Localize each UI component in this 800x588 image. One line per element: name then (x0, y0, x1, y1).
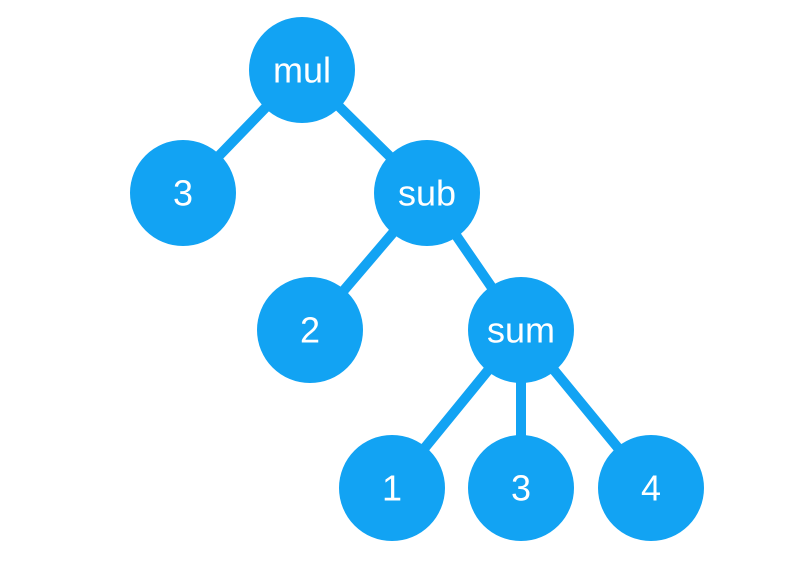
node-circle (249, 17, 355, 123)
tree-node-n3b: 3 (468, 435, 574, 541)
tree-node-mul: mul (249, 17, 355, 123)
node-circle (257, 277, 363, 383)
node-label: 2 (300, 310, 320, 351)
node-label: mul (273, 50, 331, 91)
tree-node-n3a: 3 (130, 140, 236, 246)
node-circle (598, 435, 704, 541)
tree-node-n2: 2 (257, 277, 363, 383)
node-circle (468, 435, 574, 541)
tree-edges (178, 65, 656, 493)
node-circle (130, 140, 236, 246)
node-label: 3 (511, 468, 531, 509)
tree-node-sum: sum (468, 277, 574, 383)
tree-nodes: mul 3 sub 2 sum 1 3 4 (130, 17, 704, 541)
node-circle (339, 435, 445, 541)
tree-node-n1: 1 (339, 435, 445, 541)
tree-node-n4: 4 (598, 435, 704, 541)
node-circle (468, 277, 574, 383)
node-label: 4 (641, 468, 661, 509)
node-circle (374, 140, 480, 246)
node-label: 3 (173, 173, 193, 214)
node-label: 1 (382, 468, 402, 509)
tree-node-sub: sub (374, 140, 480, 246)
node-label: sub (398, 173, 456, 214)
node-label: sum (487, 310, 555, 351)
